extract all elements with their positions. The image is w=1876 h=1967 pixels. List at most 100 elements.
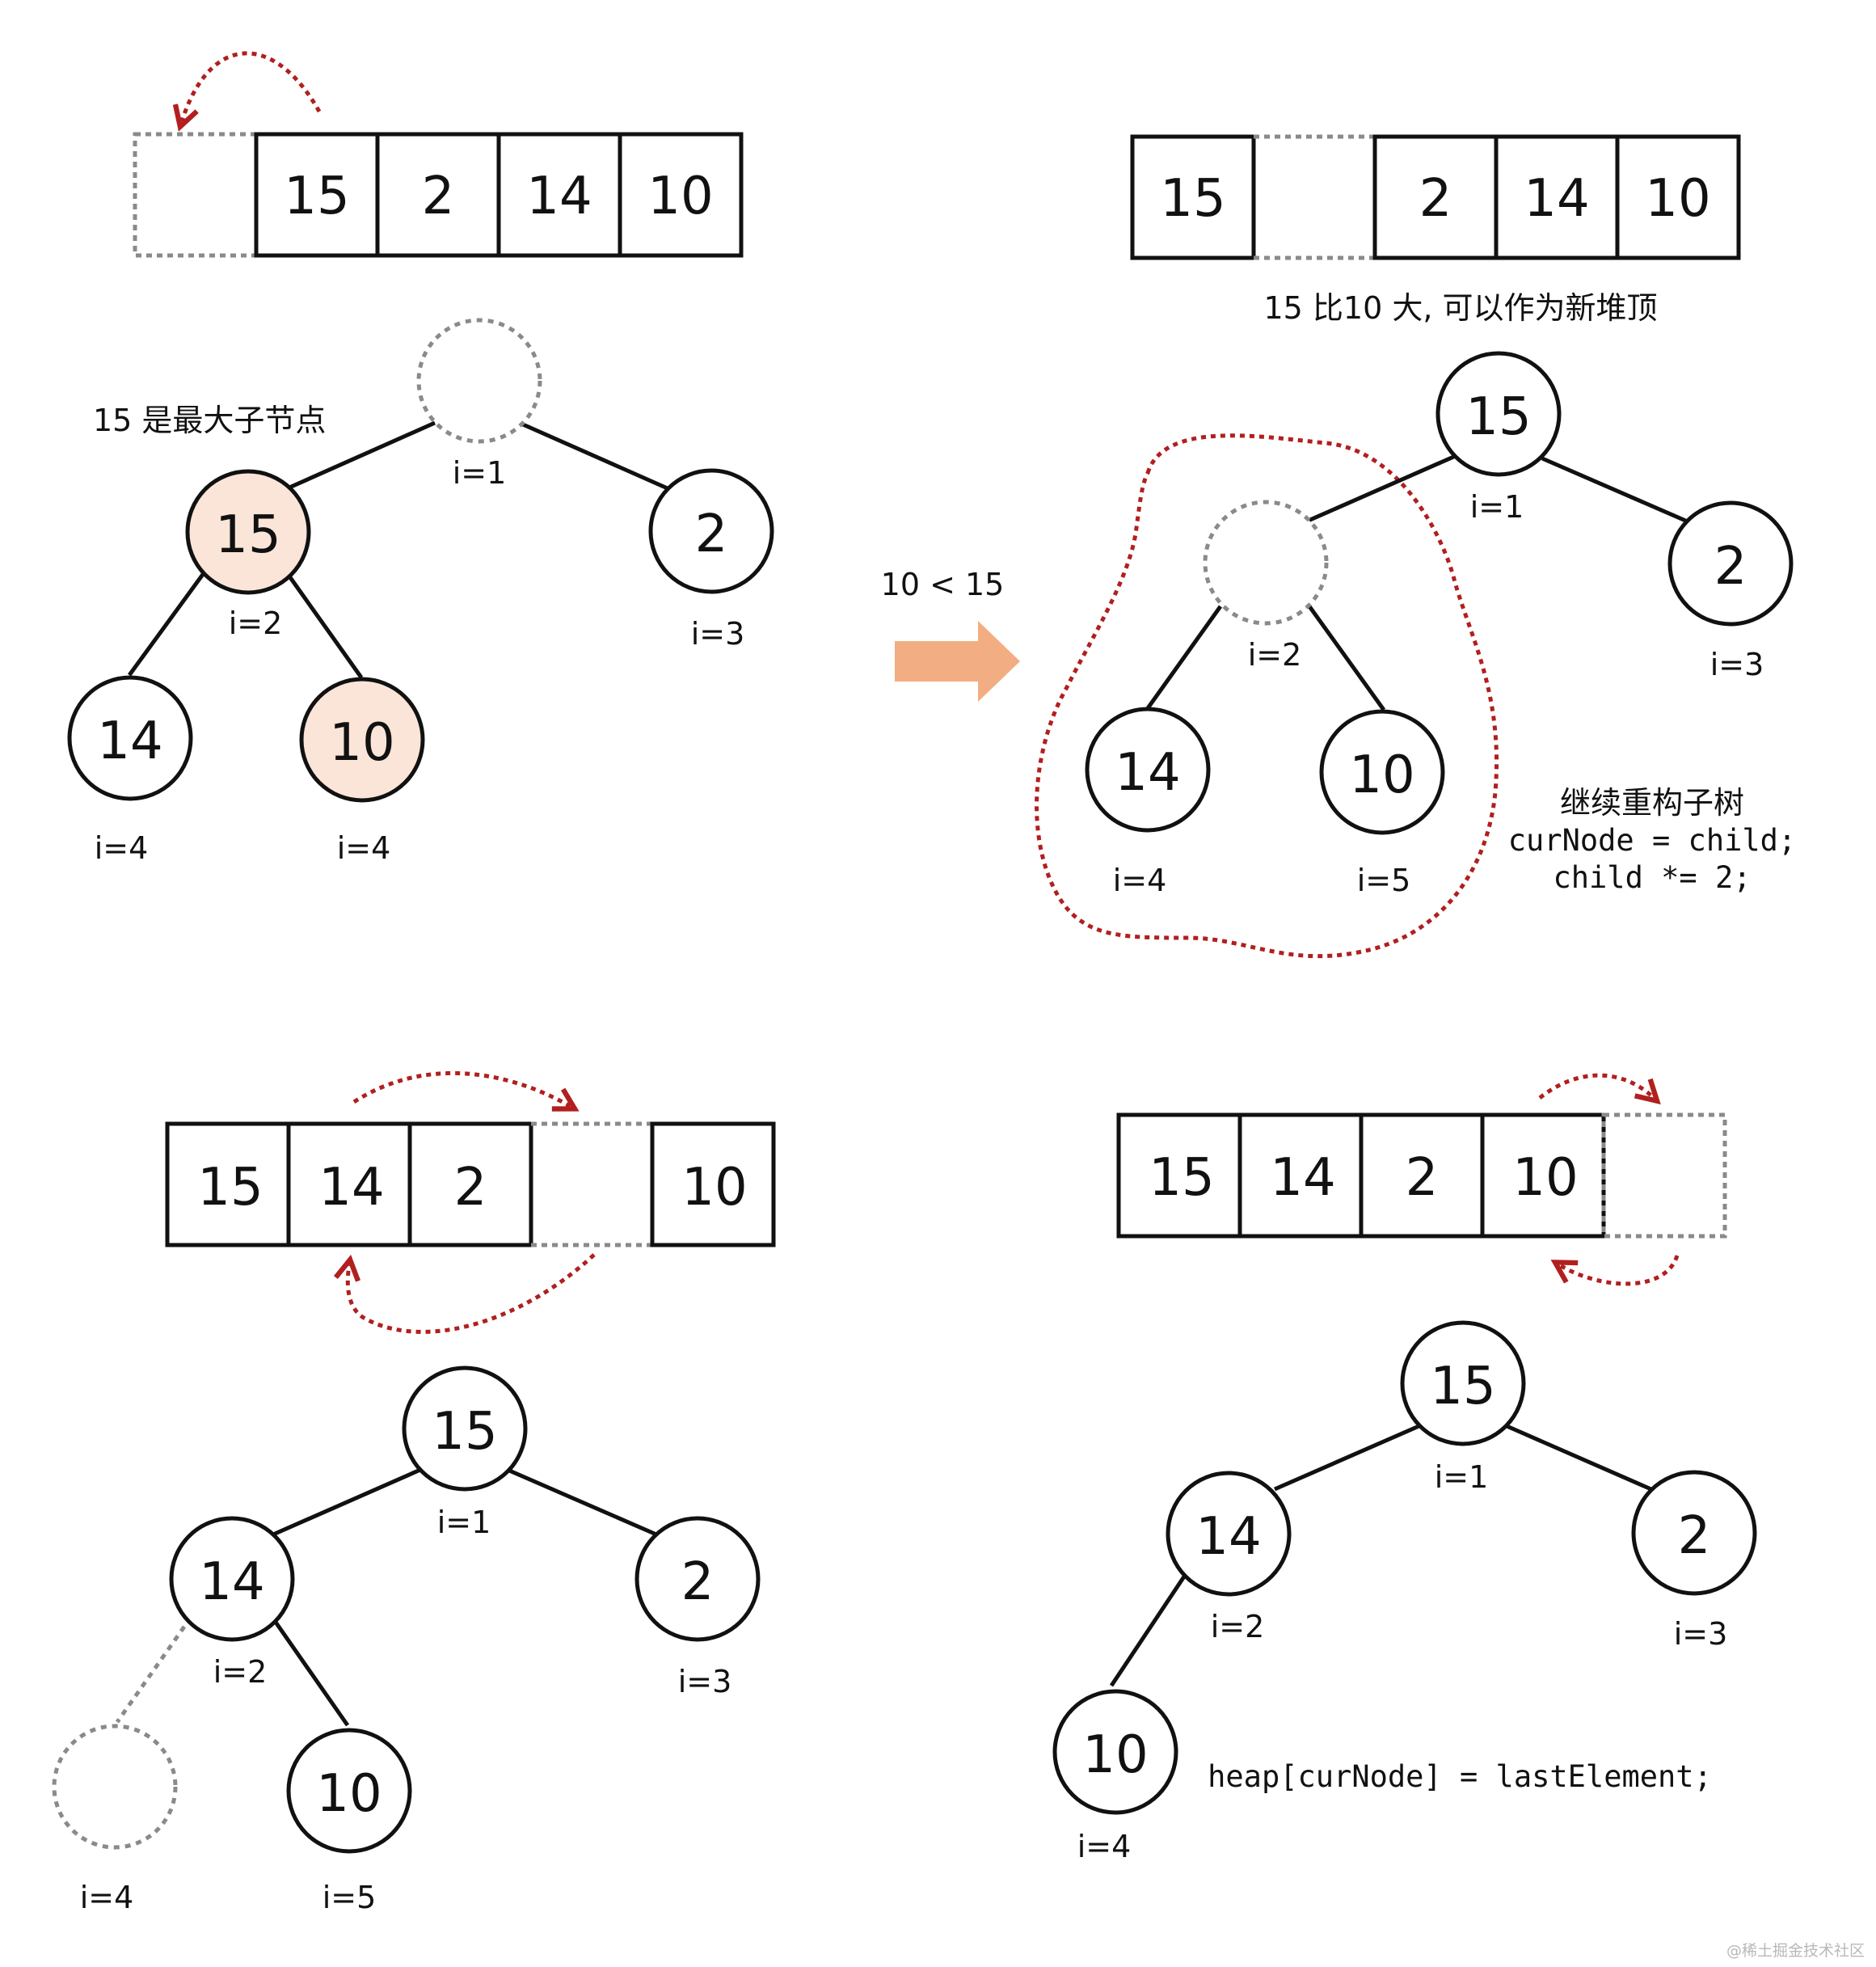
array-bottom-right: 15 14 2 10 [1116,1112,1727,1239]
move-arrow-curve [352,1070,580,1112]
index-label: i=3 [691,616,745,652]
array-value: 2 [1419,169,1452,229]
tree-node [1400,1320,1526,1446]
node-value: 14 [97,711,162,771]
empty-node [1203,500,1329,626]
tree-node [169,1516,295,1642]
move-arrow-curve [333,1253,596,1334]
array-value: 10 [681,1158,747,1218]
array-value: 14 [1524,169,1589,229]
node-value: 2 [1678,1506,1711,1566]
panel-bottom-right: 15 14 2 10 15 i=1 14 i=2 2 i=3 10 i=4 he… [1052,1073,1757,1864]
array-value: 15 [197,1158,263,1218]
array-cell [618,132,744,258]
array-top-left: 15 2 14 10 [133,132,744,258]
node-value: 2 [681,1552,715,1612]
tree-node [185,469,311,595]
index-label: i=2 [1248,637,1302,673]
node-value: 10 [1349,745,1414,805]
tree-edge [1541,456,1690,525]
index-label: i=5 [1357,863,1411,898]
tree-node [67,675,193,801]
node-value: 15 [1430,1357,1495,1416]
index-label: i=4 [95,830,149,866]
array-cell [1615,134,1741,260]
note-line: 继续重构子树 [1560,785,1744,821]
move-arrow-curve [1538,1073,1661,1105]
tree-edge [288,420,436,490]
array-value: 14 [526,167,592,226]
index-label: i=2 [213,1654,268,1690]
tree-edge [272,1619,350,1727]
array-value: 10 [1512,1148,1578,1208]
array-value: 2 [422,167,455,226]
code-line: curNode = child; [1508,823,1796,858]
array-value: 10 [1645,169,1710,229]
index-label: i=1 [437,1505,491,1540]
tree-node [1319,709,1445,835]
caption-text: 15 比10 大, 可以作为新堆顶 [1263,290,1657,326]
comparison-label: 10 < 15 [881,567,1005,602]
array-value: 2 [1406,1148,1439,1208]
tree-edge [1145,605,1223,710]
tree-edge [521,422,671,492]
array-empty-slot [1601,1112,1727,1239]
tree-edge [1109,1575,1187,1687]
tree-node [1435,351,1562,477]
tree-node [1052,1689,1178,1815]
node-value: 10 [1082,1725,1148,1785]
tree-edge [1307,605,1386,711]
tree-edge [285,572,364,679]
index-label: i=3 [1674,1616,1728,1652]
index-label: i=3 [678,1664,732,1699]
node-value: 10 [329,713,394,773]
panel-bottom-left: 15 14 2 10 15 i=1 14 i=2 2 i=3 i=4 10 i=… [52,1070,776,1915]
array-cell [650,1121,776,1247]
node-value: 14 [1195,1507,1261,1567]
array-value: 14 [318,1158,384,1218]
array-value: 15 [1149,1148,1214,1208]
index-label: i=1 [1470,489,1524,525]
array-empty-slot [133,132,259,258]
tree-node [1166,1471,1292,1597]
node-value: 15 [215,505,280,565]
watermark: @稀土掘金技术社区 [1726,1942,1865,1960]
index-label: i=1 [1435,1459,1489,1495]
array-value: 15 [1160,169,1225,229]
tree-node [648,468,774,594]
array-cell [407,1121,533,1247]
node-value: 2 [1714,537,1747,597]
tree-edge [507,1467,657,1537]
index-label: i=2 [229,606,283,641]
index-label: i=4 [1077,1829,1132,1864]
panel-top-left: 15 2 14 10 15 是最大子节点 i=1 15 i=2 2 i=3 14… [67,51,774,866]
array-top-right: 15 2 14 10 [1130,134,1741,260]
empty-node [52,1724,178,1850]
tree-node [1631,1470,1757,1596]
index-label: i=4 [80,1880,134,1915]
tree-node [1085,707,1211,833]
panel-top-right: 15 2 14 10 15 比10 大, 可以作为新堆顶 15 i=1 i=2 … [1035,134,1796,959]
node-value: 10 [316,1764,382,1824]
array-cell [1130,134,1256,260]
transition: 10 < 15 [881,567,1020,702]
array-value: 2 [454,1158,487,1218]
index-label: i=4 [1113,863,1167,898]
tree-edge [1503,1423,1655,1492]
node-value: 14 [1115,743,1180,803]
move-arrow-curve [1550,1255,1680,1286]
tree-node [299,677,425,803]
move-arrow-curve [172,51,322,132]
tree-node [286,1728,412,1854]
tree-node [402,1366,528,1492]
node-value: 15 [432,1402,497,1462]
node-value: 2 [695,504,728,564]
index-label: i=2 [1211,1609,1265,1644]
array-value: 14 [1270,1148,1335,1208]
tree-edge [272,1467,422,1537]
caption-text: 15 是最大子节点 [93,403,326,438]
tree-node [1667,500,1794,627]
node-value: 15 [1465,387,1531,447]
array-bottom-left: 15 14 2 10 [165,1121,776,1247]
tree-edge [1303,453,1459,525]
